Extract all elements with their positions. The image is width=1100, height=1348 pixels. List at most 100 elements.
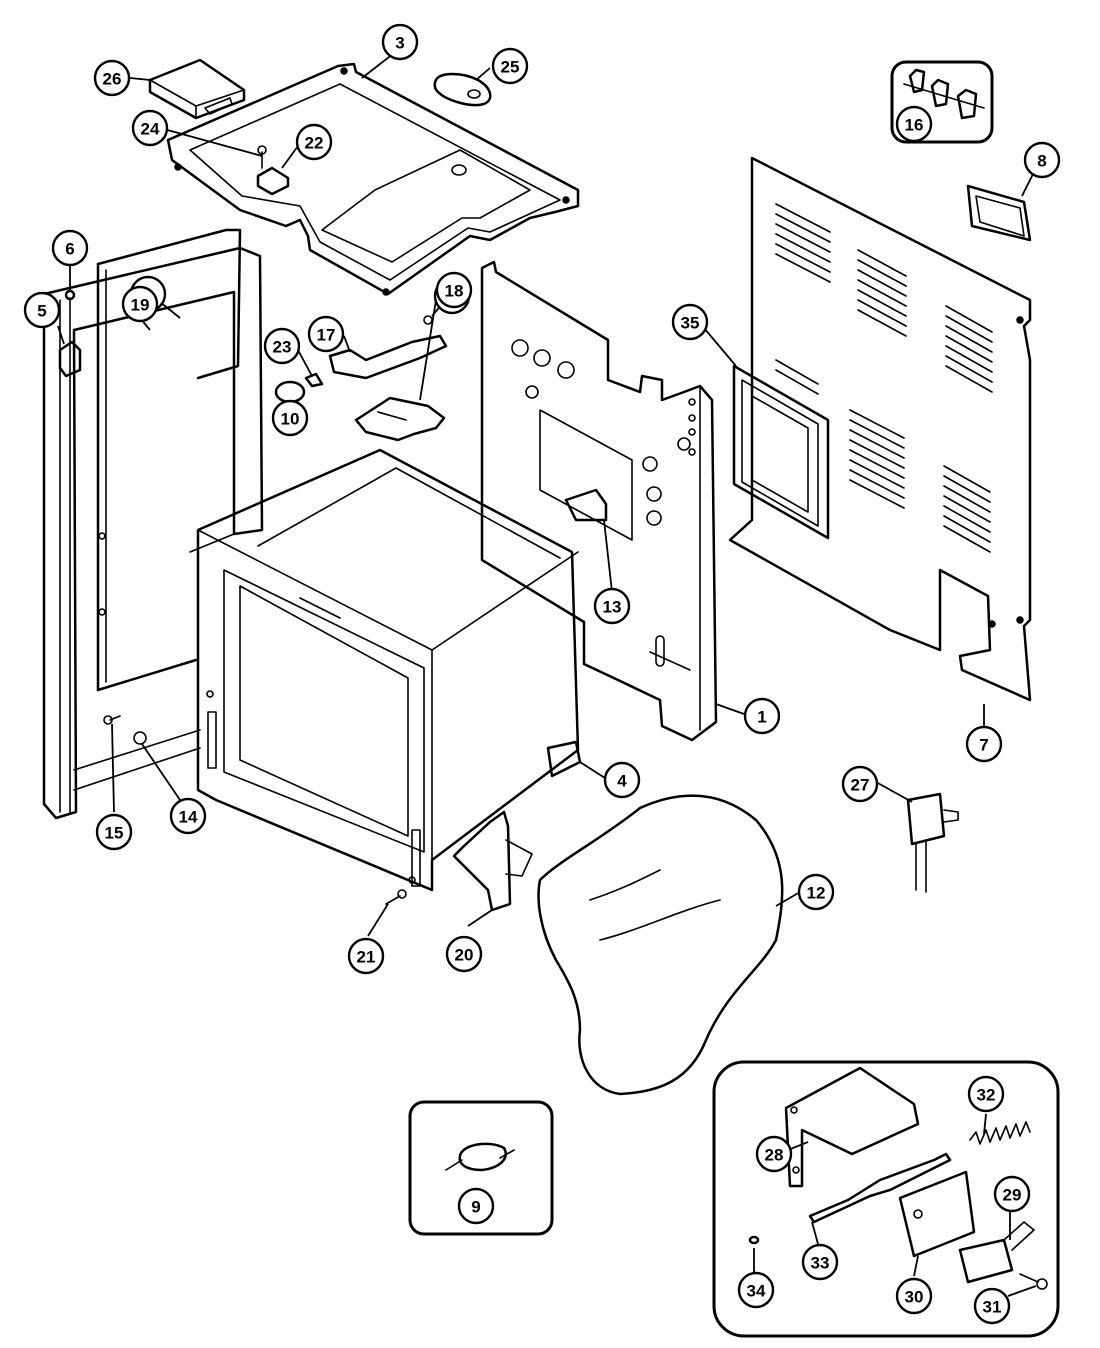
part-10-knob [274,380,306,404]
part-2-front-frame [42,246,264,820]
part-15-screw [103,715,121,725]
callout-number: 10 [281,410,300,429]
part-22-bracket [256,145,290,196]
callout-number: 23 [273,338,292,357]
callout-30: 30 [895,1277,933,1315]
callout-number: 27 [851,776,870,795]
callout-8: 8 [1023,141,1061,179]
bottom-right-inset [712,1060,1060,1338]
callout-22: 22 [295,123,333,161]
callout-number: 21 [357,948,376,967]
callout-number: 5 [37,302,46,321]
callout-20: 20 [445,935,483,973]
leader-lines [57,49,1041,1297]
callout-circle [593,587,631,625]
callout-circle [895,1277,933,1315]
callout-circle [307,315,345,353]
callout-23: 23 [263,327,301,365]
callout-1: 1 [743,697,781,735]
callout-number: 13 [603,598,622,617]
part-16-inset [890,60,994,144]
part-18-screw [423,315,433,325]
callout-circle [435,271,473,309]
callout-number: 14 [179,808,198,827]
part-29-switch [958,1221,1035,1284]
callout-number: 31 [983,1298,1002,1317]
callout-number: 24 [141,120,160,139]
callout-circle [131,109,169,147]
part-14-screw [133,731,147,745]
part-21-screw [385,889,407,905]
callout-12: 12 [797,873,835,911]
callout-labels: 1234567891011121314151617181920212223242… [23,23,1061,1325]
oven-cavity [196,448,580,892]
part-23-clip [304,372,324,388]
part-26-box [148,58,246,120]
callout-circle [797,873,835,911]
callout-number: 4 [617,772,627,791]
callout-28: 28 [755,1135,793,1173]
callout-35: 35 [671,303,709,341]
callout-circle [671,303,709,341]
callout-number: 20 [455,946,474,965]
callout-10: 10 [271,399,309,437]
callout-circle [93,59,131,97]
callout-9: 9 [457,1187,495,1225]
callout-circle [51,229,89,267]
callout-17: 17 [307,315,345,353]
callout-14: 14 [169,797,207,835]
callout-number: 35 [681,314,700,333]
callout-4: 4 [603,761,641,799]
part-32-spring [969,1121,1031,1145]
callout-circle [169,797,207,835]
callout-circle [603,761,641,799]
part-9-inset [408,1100,554,1236]
part-31-screw [1019,1273,1048,1290]
callout-24: 24 [131,109,169,147]
callout-circle [993,1175,1031,1213]
callout-number: 26 [103,70,122,89]
part-30-plate [898,1170,976,1258]
part-33-rod [808,1152,952,1224]
callout-circle [895,105,933,143]
callout-21: 21 [347,937,385,975]
part-34-pin [748,1235,760,1245]
callout-13: 13 [593,587,631,625]
callout-number: 9 [471,1198,480,1217]
callout-circle [347,937,385,975]
callout-circle [801,1243,839,1281]
callout-circle [445,935,483,973]
part-7-rear-panel [728,156,1032,702]
callout-circle [973,1287,1011,1325]
callout-number: 3 [395,34,404,53]
callout-number: 8 [1037,152,1046,171]
callout-number: 16 [905,116,924,135]
callout-29: 29 [993,1175,1031,1213]
callout-circle [491,47,529,85]
callout-19: 19 [121,285,159,323]
callout-circle [263,327,301,365]
callout-circle [743,697,781,735]
callout-number: 6 [65,240,74,259]
part-12-insulation [537,794,784,1096]
part-19-inner-panel [96,228,242,692]
callout-circle [737,1271,775,1309]
part-28-bracket [784,1066,920,1188]
part-1-side-panel [480,260,718,742]
callout-number: 19 [131,296,150,315]
callout-31: 31 [973,1287,1011,1325]
callout-number: 25 [501,58,520,77]
callout-number: 18 [445,282,464,301]
callout-number: 7 [979,736,988,755]
callout-32: 32 [967,1075,1005,1113]
part-6-screw [64,289,76,301]
callout-circle [271,399,309,437]
part-3-top-panel [166,62,580,296]
part-20-hinge [452,810,533,912]
callout-circle [295,123,333,161]
callout-number: 15 [105,824,124,843]
callout-number: 1 [757,708,766,727]
part-5-clip [58,340,82,378]
callout-5: 5 [23,291,61,329]
